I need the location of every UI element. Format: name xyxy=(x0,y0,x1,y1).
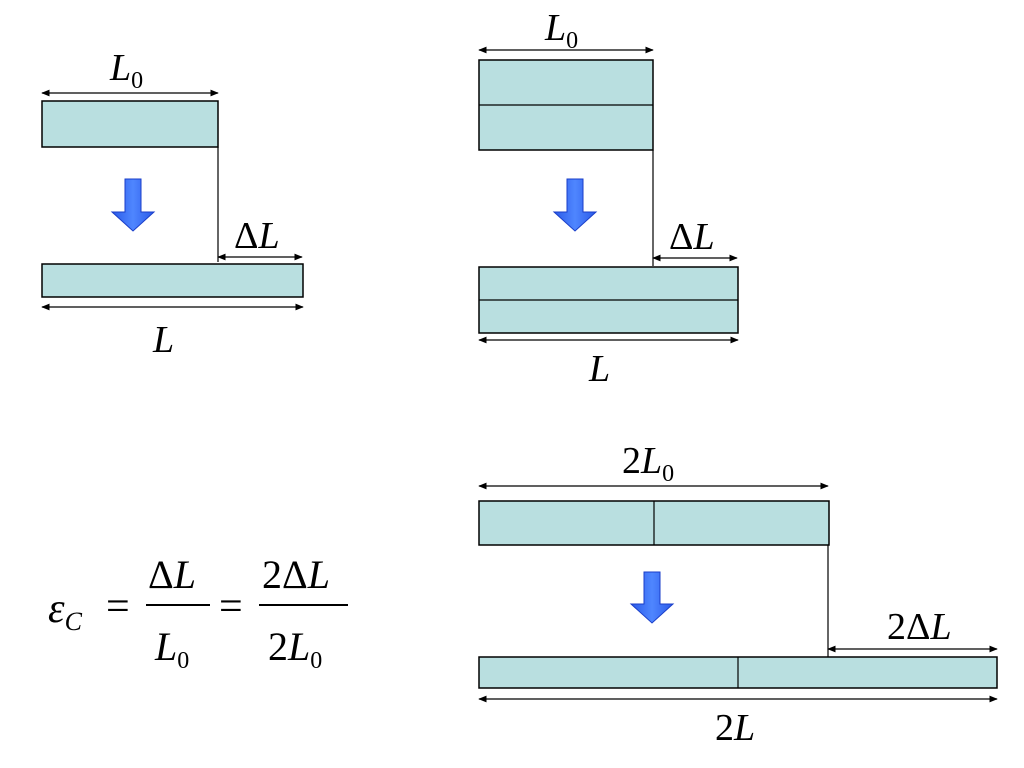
stretched-bar xyxy=(41,263,304,298)
fraction1-denominator: L0 xyxy=(154,624,189,674)
label-L: L xyxy=(152,319,174,361)
panel-series-bars: 2L0 2ΔL 2L xyxy=(478,440,998,749)
fraction2-denominator: 2L0 xyxy=(268,624,322,674)
fraction2-numerator: 2ΔL xyxy=(262,552,330,597)
label-L: L xyxy=(588,348,610,390)
label-delta-L: ΔL xyxy=(234,215,280,257)
label-2L0: 2L0 xyxy=(622,440,674,487)
down-arrow-icon xyxy=(110,178,156,232)
down-arrow-icon xyxy=(629,571,675,624)
label-delta-L: ΔL xyxy=(669,216,715,258)
label-2-delta-L: 2ΔL xyxy=(887,606,952,648)
panel-single-bar: L0 ΔL L xyxy=(41,47,304,361)
strain-equation: εC = ΔL L0 = 2ΔL 2L0 xyxy=(48,552,348,674)
panel-stacked-bars: L0 ΔL L xyxy=(478,7,739,390)
down-arrow-icon xyxy=(552,178,598,232)
epsilon-symbol: εC xyxy=(48,586,83,636)
fraction1-numerator: ΔL xyxy=(148,552,196,597)
equals-sign-2: = xyxy=(219,584,243,630)
equals-sign-1: = xyxy=(106,584,130,630)
label-L0: L0 xyxy=(109,47,143,94)
original-bar xyxy=(41,100,219,148)
label-L0: L0 xyxy=(544,7,578,54)
label-2L: 2L xyxy=(715,707,755,749)
